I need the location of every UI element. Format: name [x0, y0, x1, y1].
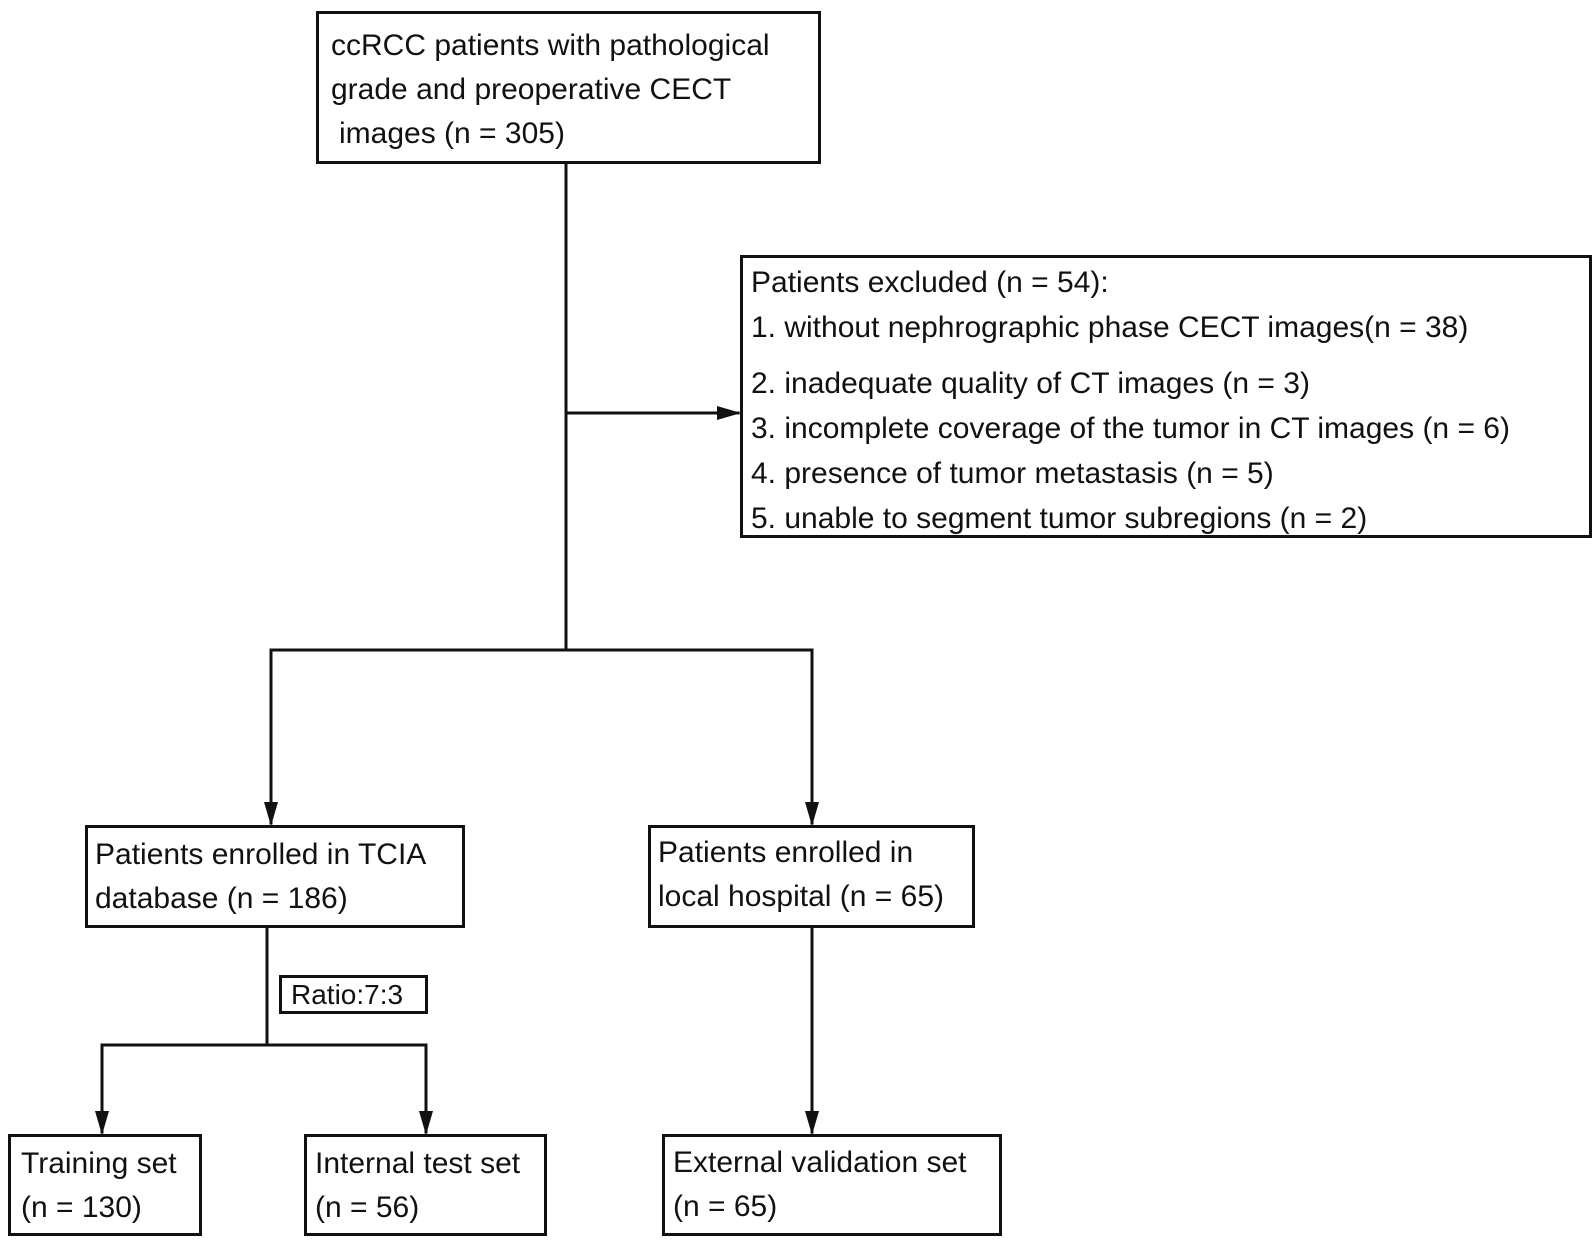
local-hospital-cohort-box: Patients enrolled in local hospital (n =…: [648, 825, 975, 928]
local-line-1: Patients enrolled in: [658, 836, 914, 869]
internal-line-1: Internal test set: [315, 1147, 521, 1180]
excluded-heading: Patients excluded (n = 54):: [751, 266, 1109, 299]
external-line-2: (n = 65): [673, 1190, 778, 1223]
external-validation-set-box: External validation set (n = 65): [662, 1134, 1002, 1236]
tcia-cohort-box: Patients enrolled in TCIA database (n = …: [85, 825, 465, 928]
internal-line-2: (n = 56): [315, 1191, 420, 1224]
exclusion-item-5: 5. unable to segment tumor subregions (n…: [751, 502, 1368, 535]
training-line-2: (n = 130): [21, 1191, 142, 1224]
tcia-line-2: database (n = 186): [95, 882, 348, 915]
internal-test-set-box: Internal test set (n = 56): [304, 1134, 547, 1236]
excluded-patients-box: Patients excluded (n = 54): 1. without n…: [740, 255, 1592, 538]
exclusion-item-3: 3. incomplete coverage of the tumor in C…: [751, 412, 1510, 445]
source-line-1: ccRCC patients with pathological: [331, 29, 770, 62]
tcia-line-1: Patients enrolled in TCIA: [95, 838, 427, 871]
ratio-text: Ratio:7:3: [291, 979, 404, 1010]
exclusion-item-1: 1. without nephrographic phase CECT imag…: [751, 311, 1469, 344]
source-population-box: ccRCC patients with pathological grade a…: [316, 11, 821, 164]
source-line-3: images (n = 305): [339, 117, 565, 150]
exclusion-item-4: 4. presence of tumor metastasis (n = 5): [751, 457, 1274, 490]
source-line-2: grade and preoperative CECT: [331, 73, 732, 106]
exclusion-item-2: 2. inadequate quality of CT images (n = …: [751, 367, 1310, 400]
split-ratio-label: Ratio:7:3: [279, 975, 428, 1014]
external-line-1: External validation set: [673, 1146, 967, 1179]
training-set-box: Training set (n = 130): [8, 1134, 202, 1236]
training-line-1: Training set: [21, 1147, 177, 1180]
local-line-2: local hospital (n = 65): [658, 880, 944, 913]
